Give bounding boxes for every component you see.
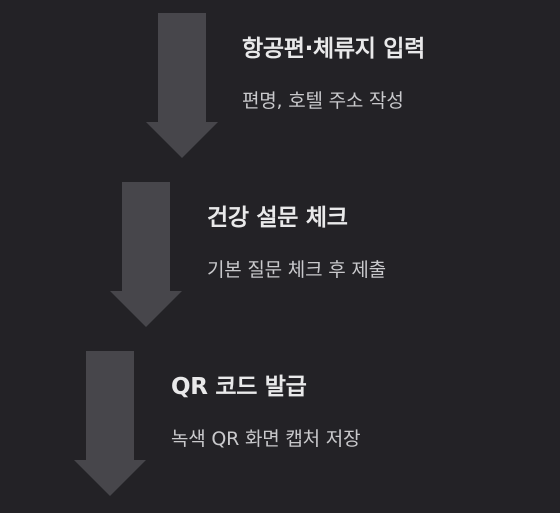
step-description: 편명, 호텔 주소 작성 bbox=[242, 90, 404, 112]
step-title: 항공편·체류지 입력 bbox=[242, 36, 426, 62]
step-description: 기본 질문 체크 후 제출 bbox=[207, 259, 386, 281]
step-title: 건강 설문 체크 bbox=[207, 205, 348, 231]
step-title: QR 코드 발급 bbox=[171, 374, 307, 400]
step-description: 녹색 QR 화면 캡처 저장 bbox=[171, 428, 361, 450]
down-arrow-icon bbox=[146, 13, 218, 158]
down-arrow-icon bbox=[110, 182, 182, 327]
down-arrow-icon bbox=[74, 351, 146, 496]
